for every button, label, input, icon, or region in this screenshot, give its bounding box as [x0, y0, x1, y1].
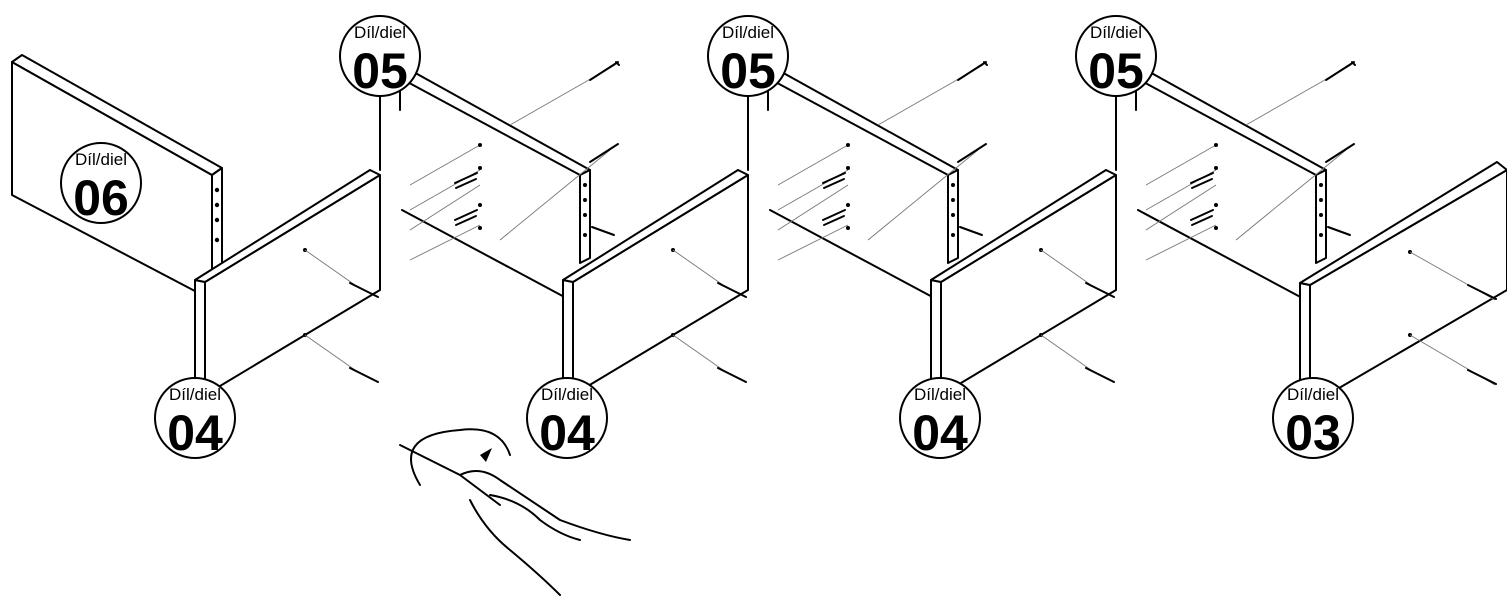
callout-04-b-prefix: Díl/diel: [541, 385, 593, 404]
callout-05-c: Díl/diel 05: [1075, 15, 1157, 99]
callout-05-a: Díl/diel 05: [339, 15, 421, 99]
callout-04-c: Díl/diel 04: [899, 377, 981, 461]
callout-04-b: Díl/diel 04: [526, 377, 608, 461]
callout-03-number: 03: [1285, 405, 1341, 461]
callout-03: Díl/diel 03: [1272, 377, 1354, 461]
unit-3: [930, 61, 1356, 396]
callout-05-c-number: 05: [1088, 43, 1144, 99]
callout-03-prefix: Díl/diel: [1287, 385, 1339, 404]
callout-04-a-prefix: Díl/diel: [169, 385, 221, 404]
callout-05-b-prefix: Díl/diel: [722, 23, 774, 42]
callout-05-c-prefix: Díl/diel: [1090, 23, 1142, 42]
callout-06-number: 06: [73, 170, 129, 226]
callout-04-c-prefix: Díl/diel: [914, 385, 966, 404]
callout-04-c-number: 04: [912, 405, 968, 461]
callout-05-b-number: 05: [720, 43, 776, 99]
callout-04-b-number: 04: [539, 405, 595, 461]
callout-04-a-number: 04: [167, 405, 223, 461]
panel-03: [1299, 161, 1507, 406]
callout-05-a-number: 05: [352, 43, 408, 99]
unit-1: [194, 61, 620, 396]
unit-2: [562, 61, 988, 396]
callout-06-prefix: Díl/diel: [75, 150, 127, 169]
screwdriver-hand-icon: [399, 428, 631, 596]
callout-04-a: Díl/diel 04: [154, 377, 236, 461]
callout-05-a-prefix: Díl/diel: [354, 23, 406, 42]
callout-06: Díl/diel 06: [60, 142, 142, 226]
callout-05-b: Díl/diel 05: [707, 15, 789, 99]
